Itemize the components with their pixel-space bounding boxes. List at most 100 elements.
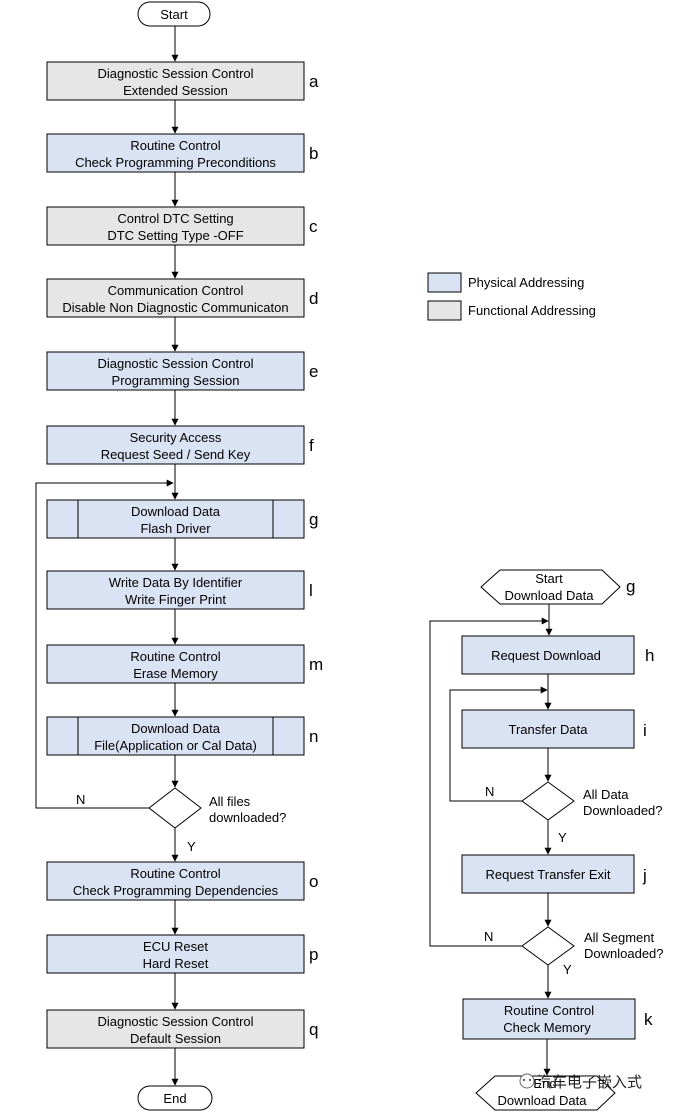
sub-box-transfer-data — [461, 709, 635, 749]
legend-functional-swatch — [427, 300, 462, 321]
decision-all-segment-line2: Downloaded? — [584, 946, 664, 961]
step-q-line1: Diagnostic Session Control — [97, 1014, 253, 1029]
sub-end-line1: End — [533, 1076, 556, 1091]
step-letter-e: e — [309, 362, 318, 381]
wechat-icon-eye — [522, 1078, 526, 1082]
step-letter-c: c — [309, 217, 318, 236]
sub-arrows — [429, 604, 553, 1076]
step-l-line2: Write Finger Print — [125, 592, 226, 607]
step-b-line1: Routine Control — [130, 138, 220, 153]
step-o-line1: Routine Control — [130, 866, 220, 881]
step-letter-o: o — [309, 872, 318, 891]
sub-box-request-download-label: Request Download — [491, 648, 601, 663]
end-label: End — [163, 1091, 186, 1106]
sub-letter-j: j — [642, 866, 647, 885]
step-box-n — [46, 716, 305, 756]
step-box-a — [46, 61, 305, 101]
sub-end-hexagon — [475, 1075, 616, 1111]
step-box-c — [46, 206, 305, 246]
step-g-line1: Download Data — [131, 504, 221, 519]
decision-all-files-yes: Y — [187, 839, 196, 854]
step-q-line2: Default Session — [130, 1031, 221, 1046]
sub-box-routine-control — [462, 998, 636, 1040]
step-letter-g: g — [309, 510, 318, 529]
step-letter-b: b — [309, 144, 318, 163]
step-box-q — [46, 1009, 305, 1049]
step-letter-p: p — [309, 945, 318, 964]
step-letter-m: m — [309, 655, 323, 674]
decision-all-segment-yes: Y — [563, 962, 572, 977]
step-g-line2: Flash Driver — [140, 521, 211, 536]
step-e-line2: Programming Session — [112, 373, 240, 388]
step-d-line2: Disable Non Diagnostic Communicaton — [62, 300, 288, 315]
step-a-line2: Extended Session — [123, 83, 228, 98]
sub-box-request-download — [461, 635, 635, 675]
step-box-b — [46, 133, 305, 173]
loop-back-line — [35, 479, 174, 809]
sub-letter-h: h — [645, 646, 654, 665]
step-box-m — [46, 644, 305, 684]
decision-all-segment-line1: All Segment — [584, 930, 654, 945]
step-n-line2: File(Application or Cal Data) — [94, 738, 257, 753]
sub-start-hexagon — [480, 569, 621, 605]
sub-box-request-transfer-exit — [461, 854, 635, 894]
decision-all-files-line2: downloaded? — [209, 810, 286, 825]
step-box-l — [46, 570, 305, 610]
sub-start-letter: g — [626, 577, 635, 596]
legend-physical-swatch — [427, 272, 462, 293]
decision-all-data-yes: Y — [558, 830, 567, 845]
wechat-icon-eye-2 — [528, 1078, 532, 1082]
step-o-line2: Check Programming Dependencies — [73, 883, 279, 898]
sub-box-routine-control-line1: Routine Control — [504, 1003, 594, 1018]
sub-box-request-transfer-exit-label: Request Transfer Exit — [486, 867, 611, 882]
step-box-o — [46, 861, 305, 901]
step-letter-q: q — [309, 1020, 318, 1039]
sub-start-line2: Download Data — [505, 588, 595, 603]
step-letter-a: a — [309, 72, 319, 91]
step-p-line2: Hard Reset — [143, 956, 209, 971]
legend-physical-label: Physical Addressing — [468, 275, 584, 290]
watermark-text: 汽车电子嵌入式 — [537, 1074, 642, 1091]
sub-start-line1: Start — [535, 571, 563, 586]
sub-letter-i: i — [643, 721, 647, 740]
decision-all-files — [148, 787, 202, 829]
step-b-line2: Check Programming Preconditions — [75, 155, 276, 170]
decision-all-files-no: N — [76, 792, 85, 807]
step-letter-f: f — [309, 436, 314, 455]
decision-all-data-no: N — [485, 784, 494, 799]
step-letter-d: d — [309, 289, 318, 308]
decision-all-segment-no: N — [484, 929, 493, 944]
loop-all-data-no — [449, 686, 548, 802]
wechat-icon — [519, 1073, 535, 1089]
sub-box-transfer-data-label: Transfer Data — [509, 722, 589, 737]
step-n-line1: Download Data — [131, 721, 221, 736]
step-m-line1: Routine Control — [130, 649, 220, 664]
loop-all-segment-no — [429, 617, 549, 947]
decision-all-data-line2: Downloaded? — [583, 803, 663, 818]
step-m-line2: Erase Memory — [133, 666, 218, 681]
decision-all-data-line1: All Data — [583, 787, 629, 802]
step-letter-l: l — [309, 581, 313, 600]
decision-all-files-line1: All files — [209, 794, 251, 809]
sub-box-routine-control-line2: Check Memory — [503, 1020, 591, 1035]
end-terminal — [137, 1085, 213, 1111]
step-d-line1: Communication Control — [108, 283, 244, 298]
watermark: 汽车电子嵌入式 — [519, 1073, 642, 1091]
sub-end-line2: Download Data — [498, 1093, 588, 1108]
step-c-line1: Control DTC Setting — [117, 211, 233, 226]
step-letter-n: n — [309, 727, 318, 746]
step-p-line1: ECU Reset — [143, 939, 208, 954]
decision-all-data — [521, 781, 575, 821]
step-f-line2: Request Seed / Send Key — [101, 447, 251, 462]
step-a-line1: Diagnostic Session Control — [97, 66, 253, 81]
step-c-line2: DTC Setting Type -OFF — [107, 228, 243, 243]
step-l-line1: Write Data By Identifier — [109, 575, 243, 590]
step-f-line1: Security Access — [130, 430, 222, 445]
legend-functional-label: Functional Addressing — [468, 303, 596, 318]
step-box-p — [46, 934, 305, 974]
start-label: Start — [160, 7, 188, 22]
start-terminal — [137, 1, 211, 27]
decision-all-segment — [521, 926, 575, 966]
